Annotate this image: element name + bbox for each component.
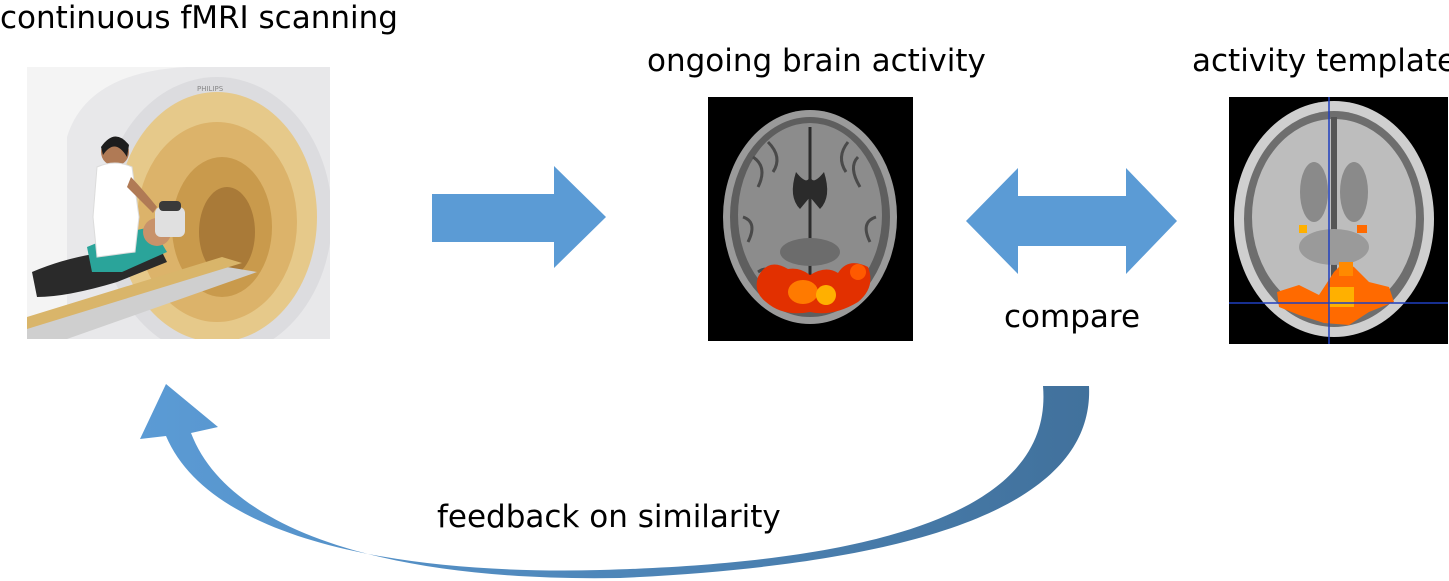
compare-label: compare (1004, 299, 1141, 335)
double-arrow-icon (966, 168, 1177, 274)
feedback-label: feedback on similarity (437, 499, 781, 535)
scanning-label: continuous fMRI scanning (0, 0, 398, 36)
arrow-right-icon (432, 166, 606, 268)
scanner-brand-text: PHILIPS (197, 85, 224, 93)
mri-scanner-photo: PHILIPS (27, 67, 330, 339)
ongoing-brain-image (708, 97, 913, 341)
activity-template-image (1229, 97, 1448, 344)
activity-template-label: activity template (1192, 43, 1449, 79)
curved-arrow-icon (140, 384, 1090, 579)
ongoing-activity-label: ongoing brain activity (647, 43, 986, 79)
